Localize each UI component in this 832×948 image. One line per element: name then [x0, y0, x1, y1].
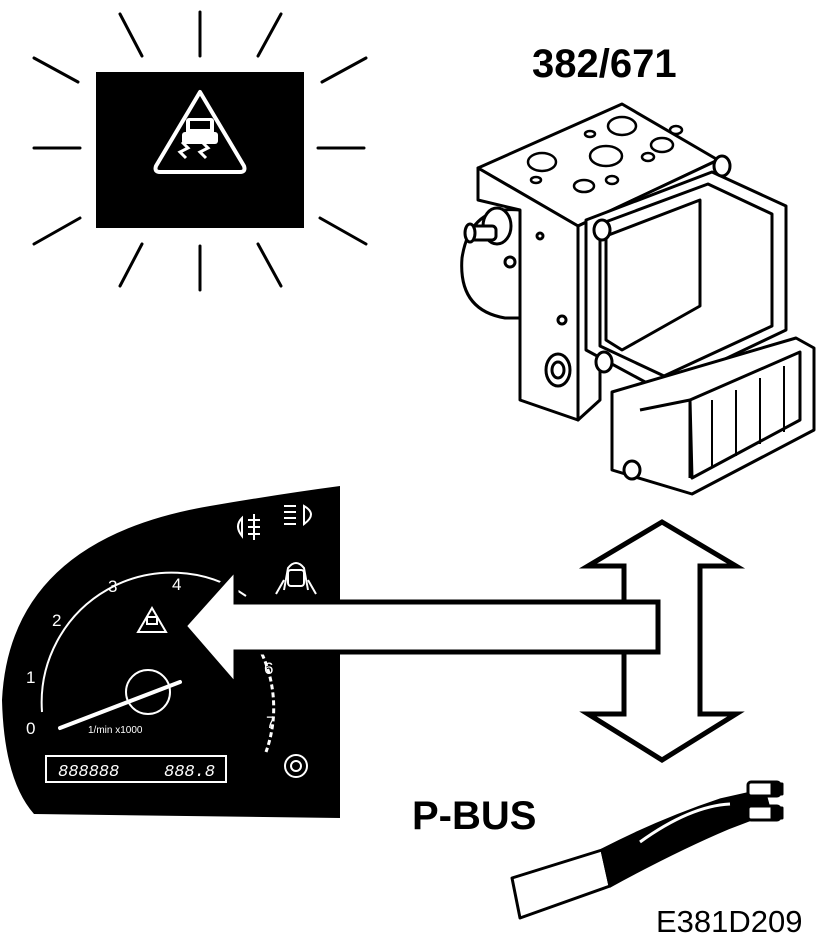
- bus-vertical-arrow: [578, 519, 746, 763]
- cluster-traction-icon: [136, 606, 168, 633]
- odometer-main: 888888: [58, 763, 119, 782]
- instrument-cluster: 0 1 2 3 4 5 6 7 1/min x1000 888888 888.8: [2, 486, 340, 818]
- tach-scale-arc: [40, 571, 247, 713]
- tach-number: 0: [26, 719, 35, 738]
- tach-needle: [58, 680, 182, 730]
- tach-number: 3: [108, 577, 117, 596]
- electronic-module: [584, 154, 788, 392]
- tach-redzone: [260, 653, 276, 753]
- car-top-view-icon: [275, 562, 317, 595]
- lamp-rays: [32, 10, 368, 292]
- tach-unit-label: 1/min x1000: [88, 725, 143, 736]
- tach-number: 4: [172, 575, 181, 594]
- trip-reset-knob: [284, 754, 308, 778]
- brake-line-fitting: [463, 206, 513, 246]
- figure-id-label: E381D209: [656, 904, 803, 939]
- tach-number: 1: [26, 668, 35, 687]
- needle-hub: [125, 669, 171, 715]
- arrow-junction: [620, 606, 654, 648]
- headlight-icon: [284, 504, 312, 526]
- rear-fog-light-icon: [237, 514, 260, 540]
- odometer-window: [45, 755, 227, 783]
- tach-number: 7: [266, 713, 275, 732]
- abs-control-unit: [460, 102, 816, 496]
- module-connector: [610, 336, 816, 496]
- warning-lamp-panel: [96, 72, 304, 228]
- tach-number: 6: [264, 659, 273, 678]
- cluster-arrow: [180, 561, 661, 693]
- part-number-label: 382/671: [532, 42, 677, 86]
- odometer-trip: 888.8: [164, 763, 215, 782]
- tach-number: 2: [52, 611, 61, 630]
- traction-control-warning-icon: [153, 90, 247, 174]
- cluster-face: [2, 486, 340, 818]
- p-bus-label: P-BUS: [412, 794, 537, 838]
- p-bus-cable: [510, 780, 784, 920]
- valve-ports: [526, 115, 684, 194]
- warning-lamp: [32, 10, 368, 292]
